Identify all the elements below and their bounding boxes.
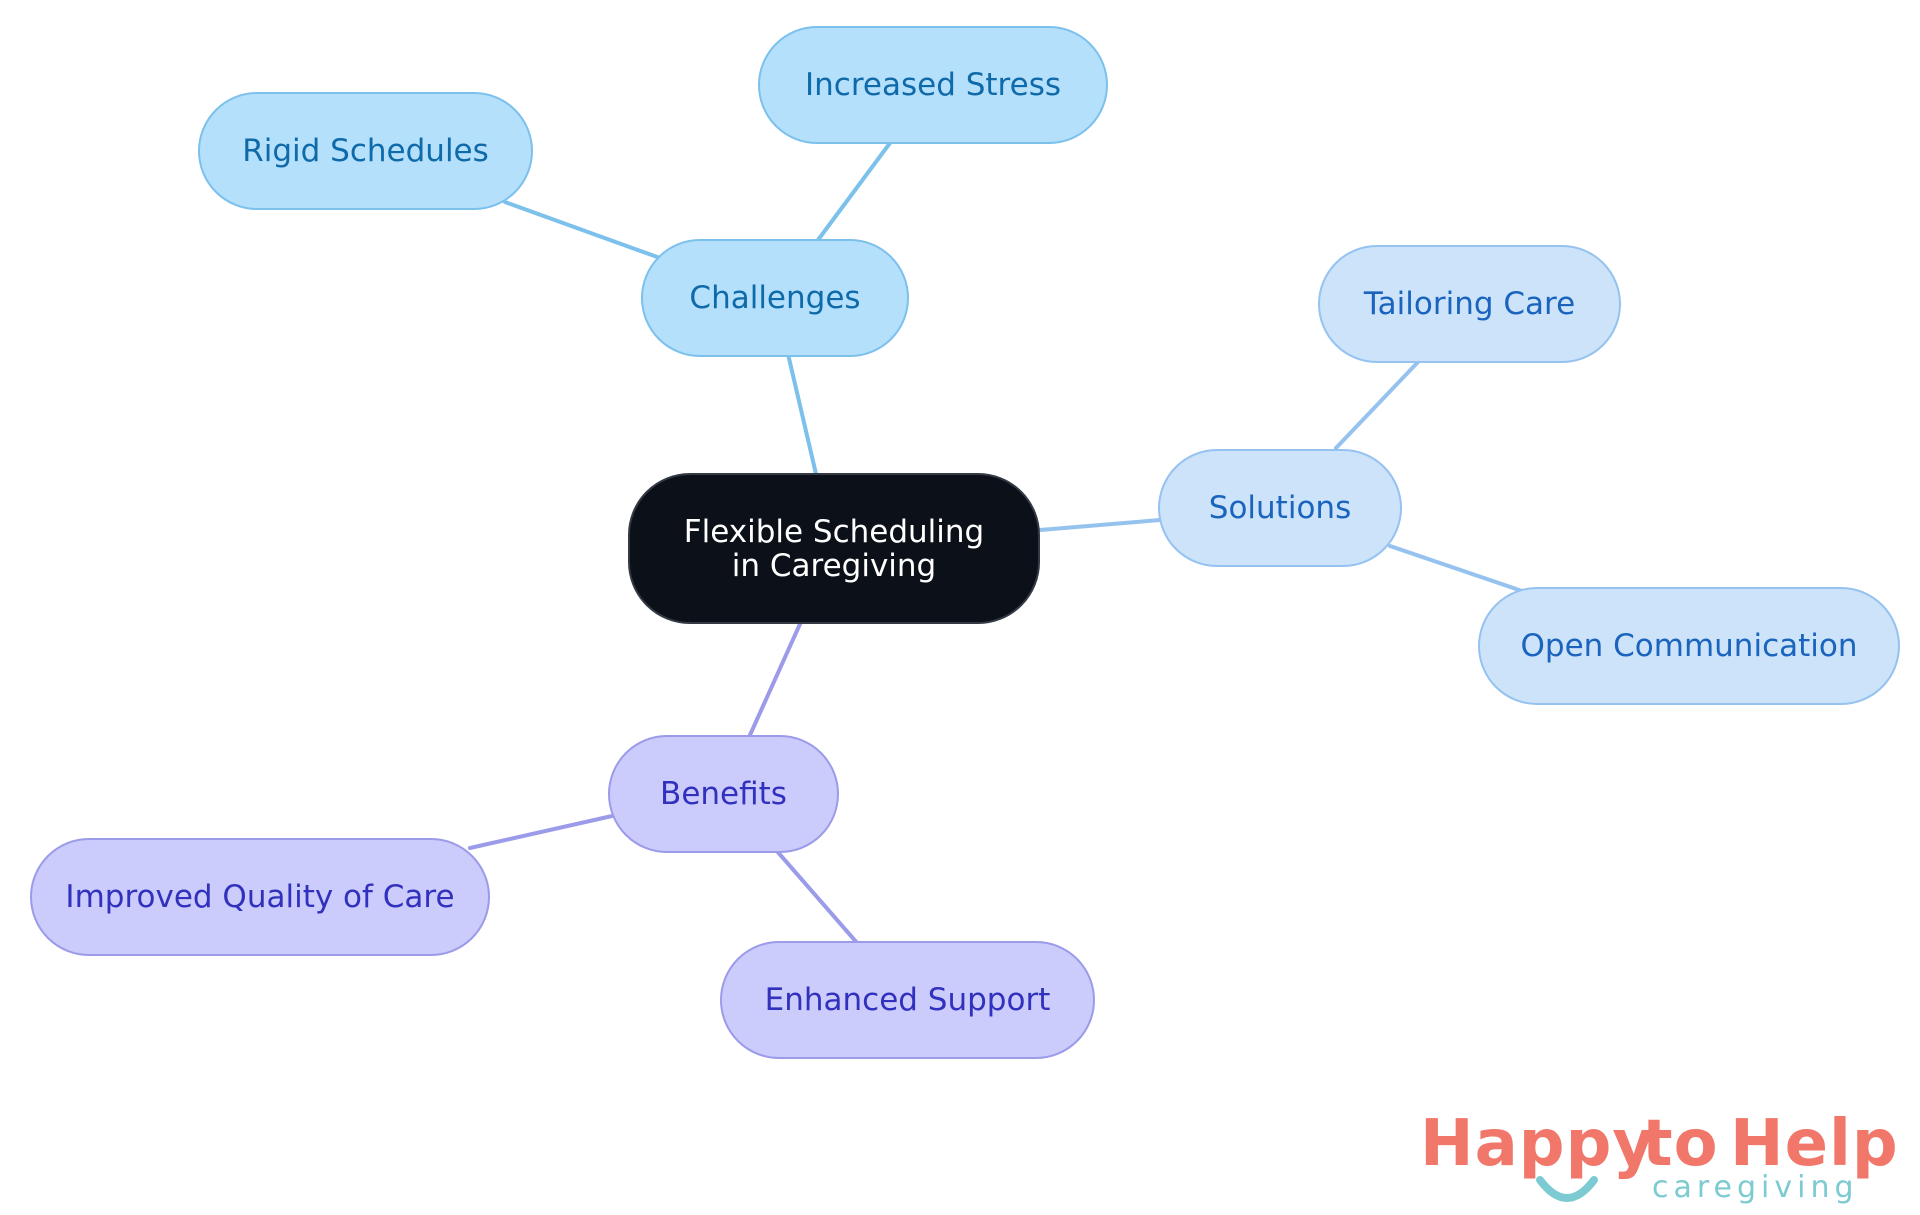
leaf-node-open-communication[interactable]: Open Communication [1478,587,1900,705]
leaf-node-increased-stress-label: Increased Stress [805,67,1061,103]
branch-node-benefits-label: Benefits [660,776,787,812]
branch-node-solutions[interactable]: Solutions [1158,449,1402,567]
edge-challenges-rigid-schedules [503,200,662,260]
leaf-node-tailoring-care-label: Tailoring Care [1363,286,1576,322]
leaf-node-improved-quality-of-care-label: Improved Quality of Care [65,879,455,915]
branch-node-challenges-label: Challenges [689,280,861,316]
happy-to-help-logo: Happy to Help caregiving [1420,1107,1898,1205]
edge-solutions-tailoring-care [1334,360,1420,450]
leaf-node-improved-quality-of-care[interactable]: Improved Quality of Care [30,838,490,956]
leaf-node-rigid-schedules-label: Rigid Schedules [242,133,489,169]
edge-root-challenges [786,352,818,476]
root-node-label: Flexible Scheduling in Caregiving [683,513,985,584]
leaf-node-increased-stress[interactable]: Increased Stress [758,26,1108,144]
leaf-node-tailoring-care[interactable]: Tailoring Care [1318,245,1621,363]
smile-icon [1536,1176,1598,1202]
logo-word-happy: Happy [1420,1107,1656,1181]
leaf-node-rigid-schedules[interactable]: Rigid Schedules [198,92,533,210]
branch-node-solutions-label: Solutions [1208,490,1352,526]
edge-challenges-increased-stress [816,141,892,242]
logo-subtitle: caregiving [1652,1170,1859,1205]
leaf-node-open-communication-label: Open Communication [1520,628,1858,664]
leaf-node-enhanced-support-label: Enhanced Support [764,982,1051,1018]
logo-word-to: to [1642,1107,1719,1181]
edge-solutions-open-communication [1388,544,1527,594]
branch-node-challenges[interactable]: Challenges [641,239,909,357]
leaf-node-enhanced-support[interactable]: Enhanced Support [720,941,1095,1059]
edge-benefits-enhanced-support [774,848,860,946]
branch-node-benefits[interactable]: Benefits [608,735,839,853]
edge-root-benefits [748,622,802,737]
edge-benefits-improved-quality [468,814,614,850]
root-node[interactable]: Flexible Scheduling in Caregiving [628,473,1040,624]
logo-word-help: Help [1730,1107,1899,1181]
edge-root-solutions [1038,518,1162,532]
